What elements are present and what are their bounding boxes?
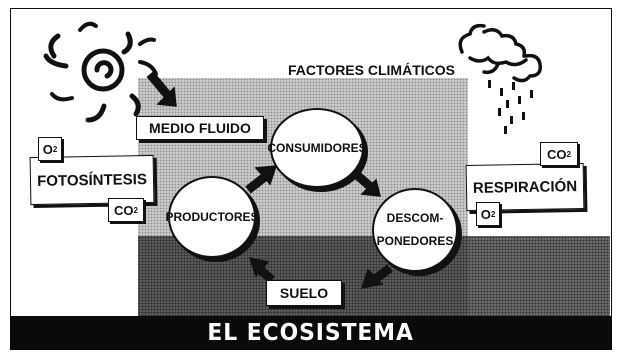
arrow-icon [355,172,381,197]
arrow-icon [245,165,278,194]
suelo-area-edge [468,236,610,316]
carbon-subscript: 2 [566,149,571,159]
arrow-icon [146,71,177,107]
oxygen-symbol: O [480,206,491,222]
arrow-icon [248,256,275,284]
oxygen-symbol: O [42,141,53,157]
factores-climaticos-label: FACTORES CLIMÁTICOS [288,62,455,78]
page-title: EL ECOSISTEMA [207,320,415,346]
consumidores-node: CONSUMIDORES [267,108,367,188]
descomponedores-node: DESCOM- PONEDORES [372,188,458,272]
descomponedores-line-2: PONEDORES [376,234,454,248]
carbon-symbol: CO [114,202,134,218]
descomponedores-line-1: DESCOM- [386,211,444,225]
consumidores-label: CONSUMIDORES [267,140,367,155]
title-bar: EL ECOSISTEMA [10,316,612,350]
descomponedores-text: DESCOM- PONEDORES [377,211,454,249]
oxygen-subscript: 2 [52,144,58,154]
carbon-subscript: 2 [133,205,138,215]
carbon-symbol: CO [547,146,567,162]
arrow-icon [360,264,393,289]
productores-node: PRODUCTORES [165,176,259,258]
productores-label: PRODUCTORES [165,209,259,224]
suelo-label: SUELO [266,280,342,306]
oxygen-subscript: 2 [490,209,496,219]
medio-fluido-label: MEDIO FLUIDO [136,116,264,140]
